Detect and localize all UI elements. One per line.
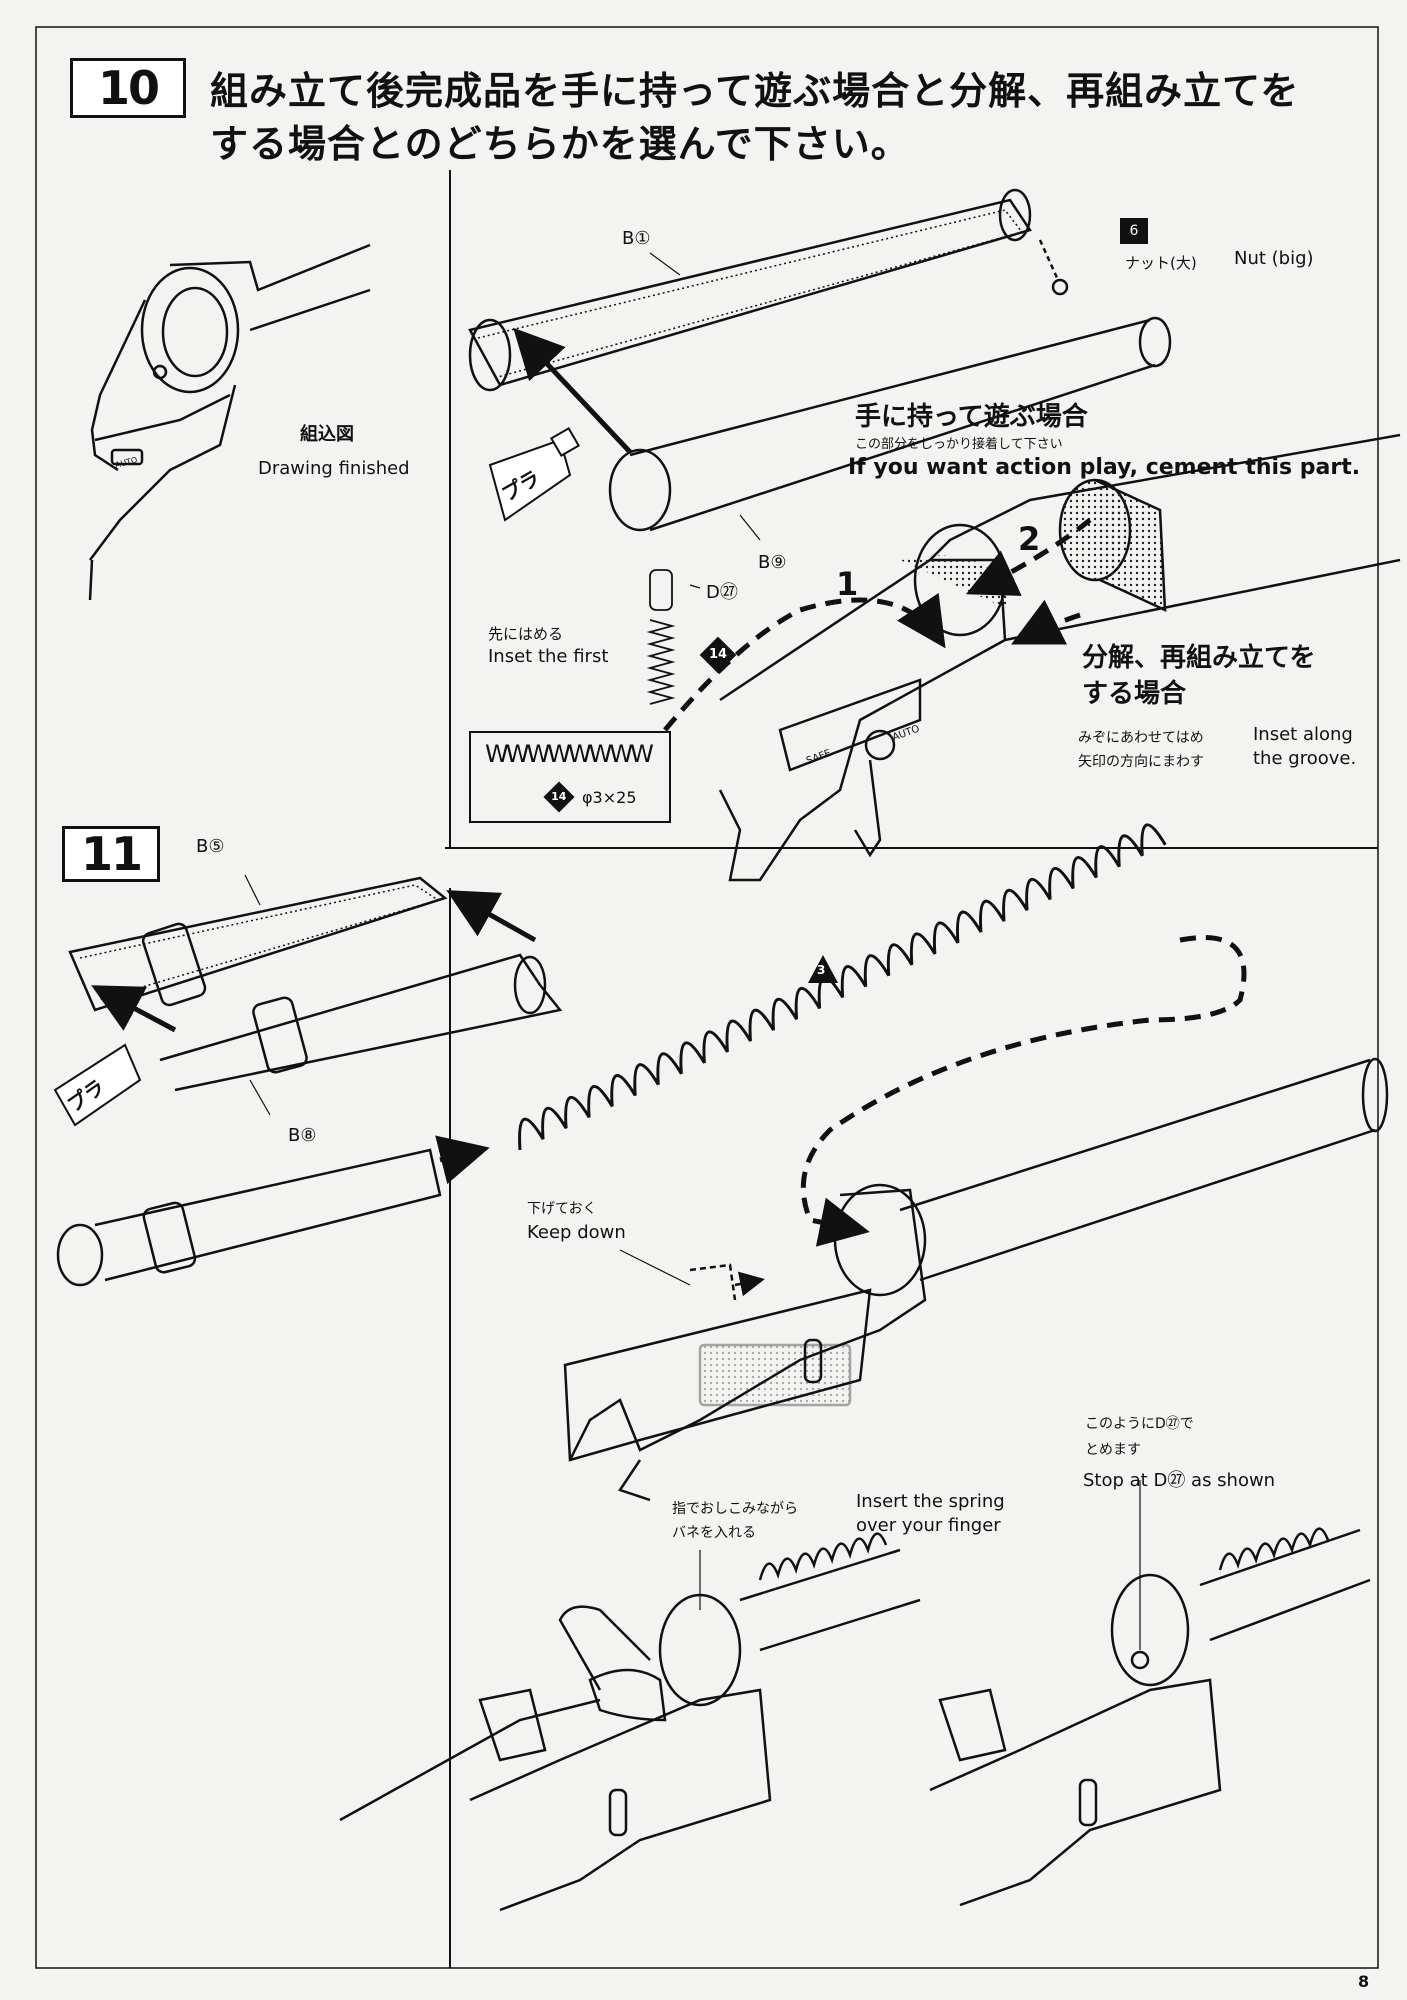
step-10-heading-line1: 組み立て後完成品を手に持って遊ぶ場合と分解、再組み立てを (210, 69, 1300, 113)
receiver-step11-drawing (563, 1057, 1389, 1502)
hand-insert-drawing (339, 1532, 921, 1912)
action-play-note-jp: この部分をしっかり接着して下さい (855, 437, 1063, 452)
nut-number: 6 (1129, 223, 1139, 239)
stop-d27-drawing (929, 1527, 1371, 1907)
finished-label-jp: 組込図 (300, 424, 354, 445)
spring-symbol: WWWWWWWW (485, 740, 654, 768)
groove-note-jp-line2: 矢印の方向にまわす (1078, 754, 1204, 770)
spring-size: φ3×25 (582, 788, 637, 807)
action-play-title-en: If you want action play, cement this par… (848, 455, 1361, 480)
finished-label-en: Drawing finished (258, 458, 410, 479)
inset-first-en: Inset the first (488, 646, 609, 667)
part-label-b5: B⑤ (196, 836, 225, 857)
page-frame (35, 26, 1379, 1969)
action-play-title-jp: 手に持って遊ぶ場合 (855, 402, 1088, 432)
groove-note-en-line1: Inset along (1253, 724, 1353, 745)
insert-note-en-line2: over your finger (856, 1515, 1001, 1536)
insert-note-en-line1: Insert the spring (856, 1491, 1005, 1512)
step-10-heading-line2: する場合とのどちらかを選んで下さい。 (210, 122, 910, 166)
part-label-b8: B⑧ (288, 1125, 317, 1146)
insert-note-jp-line2: バネを入れる (672, 1525, 756, 1541)
inset-first-jp: 先にはめる (488, 625, 564, 643)
leader-lines (244, 252, 1141, 1650)
part-label-b1: B① (622, 228, 651, 249)
step-10-number: 10 (97, 61, 160, 115)
main-spring-3 (518, 823, 1247, 1247)
insert-note-jp-line1: 指でおしこみながら (672, 1501, 798, 1517)
glue-tube-icon-step11 (53, 1043, 142, 1127)
glue-tube-icon (488, 426, 581, 522)
stop-note-en: Stop at D㉗ as shown (1083, 1470, 1276, 1491)
part-label-d27: D㉗ (706, 582, 738, 603)
upper-tube-b1 (468, 188, 1069, 392)
buffer-parts-b5-b8 (68, 876, 563, 1092)
groove-note-jp-line1: みぞにあわせてはめ (1078, 730, 1204, 746)
spring-spec-box (469, 731, 671, 823)
step-11-number-box: 11 (62, 826, 160, 882)
spring-3-badge-text: 3 (817, 963, 826, 977)
nut-label-en: Nut (big) (1234, 248, 1314, 269)
dashed-arrow-2 (965, 518, 1092, 645)
finished-receiver-drawing (88, 243, 371, 601)
nut-label-jp: ナット(大) (1125, 254, 1197, 272)
stop-note-jp-line2: とめます (1085, 1442, 1141, 1458)
stop-note-jp-line1: このようにD㉗で (1085, 1416, 1194, 1432)
page-number: 8 (1358, 1972, 1370, 1991)
groove-note-en-line2: the groove. (1253, 748, 1357, 769)
spring-spec-badge-text: 14 (551, 790, 567, 803)
disassemble-title-line1: 分解、再組み立てを (1082, 643, 1316, 673)
nut-number-badge: 6 (1120, 218, 1148, 244)
barrel-b9 (513, 316, 1172, 532)
keep-down-en: Keep down (527, 1222, 626, 1243)
part-label-b9: B⑨ (758, 552, 787, 573)
disassemble-title-line2: する場合 (1082, 679, 1187, 709)
keep-down-jp: 下げておく (527, 1201, 597, 1217)
spring-3-badge-shape (808, 955, 838, 983)
buffer-rod (56, 1135, 490, 1287)
step-11-number: 11 (80, 827, 143, 881)
spring-14-badge-text: 14 (708, 647, 728, 662)
spring-14-drawing (646, 569, 676, 705)
arrow-label-2: 2 (1018, 520, 1041, 558)
dashed-arrow-1 (663, 592, 946, 732)
arrow-label-1: 1 (836, 565, 859, 603)
step-10-number-box: 10 (70, 58, 186, 118)
